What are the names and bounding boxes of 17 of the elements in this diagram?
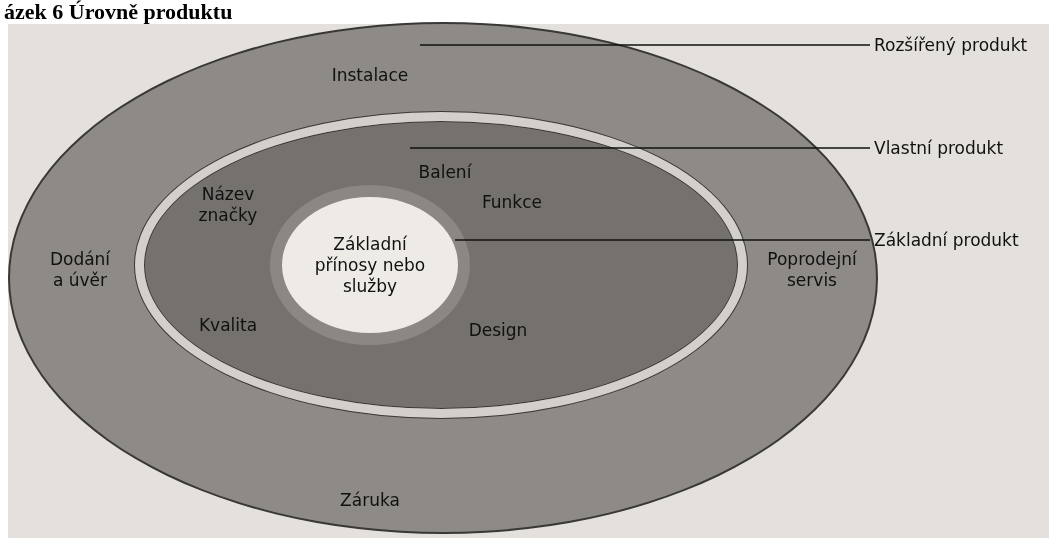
ring-label: Funkce [480,191,544,213]
figure-title: ázek 6 Úrovně produktu [4,0,233,24]
core-label: Základní přínosy nebo služby [313,233,427,297]
ring-label: Poprodejní servis [766,249,858,291]
ring-label: Záruka [339,489,401,511]
ring-label: Instalace [330,64,410,86]
leader-line [454,239,871,241]
ring-label: Kvalita [197,314,259,336]
ring-label: Balení [417,161,473,183]
leader-line [409,147,871,149]
callout-label: Základní produkt [874,229,1019,251]
callout-label: Vlastní produkt [874,137,1004,159]
ring-label: Název značky [197,184,259,226]
leader-line [419,44,871,46]
ring-label: Dodání a úvěr [48,249,112,291]
callout-label: Rozšířený produkt [874,34,1028,56]
ring-label: Design [467,319,529,341]
